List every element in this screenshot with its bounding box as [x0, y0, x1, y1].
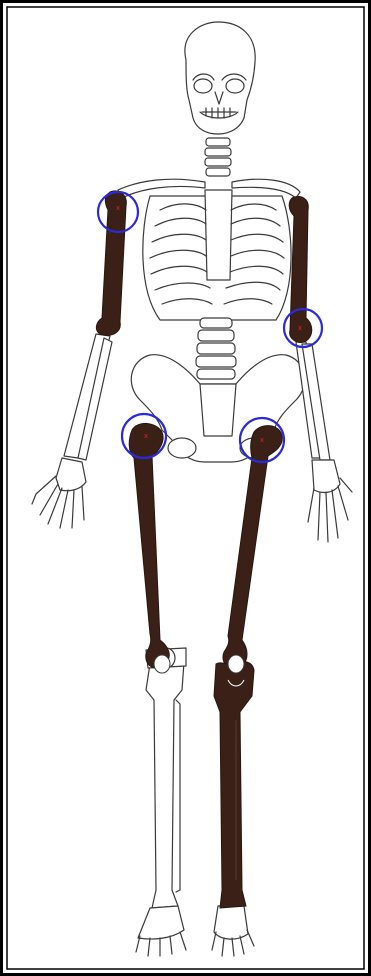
cervical-spine [205, 138, 231, 176]
forearm-right-side [296, 342, 330, 460]
foot-left-side [136, 906, 186, 956]
marker-label-right-hip: x [260, 436, 264, 444]
foot-right-side [212, 906, 254, 956]
patella-overlays [154, 655, 244, 673]
marker-label-right-elbow: x [298, 324, 302, 332]
rib-cage [143, 190, 291, 320]
humerus-left-side [96, 191, 126, 335]
lower-leg-left-side [146, 662, 184, 908]
lumbar-spine [196, 318, 236, 379]
hand-right-side [308, 460, 352, 542]
hand-left-side [32, 458, 86, 528]
tibia-right-side [214, 662, 254, 908]
femur-left-side [129, 423, 169, 668]
marker-label-left-hip: x [144, 432, 148, 440]
forearm-left-side [64, 334, 112, 460]
marker-label-left-shoulder: x [116, 204, 120, 212]
skull [185, 22, 255, 134]
humerus-right-side [289, 197, 312, 343]
